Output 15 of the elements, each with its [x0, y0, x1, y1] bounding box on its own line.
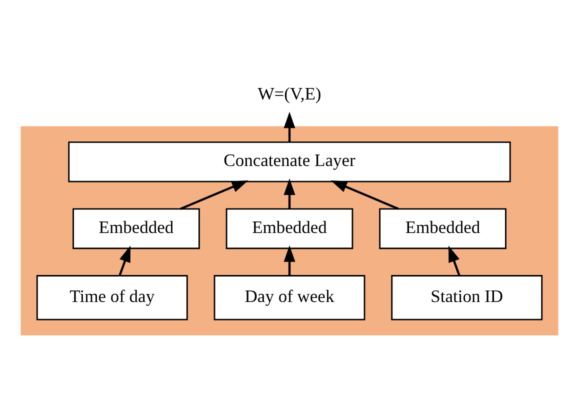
- arrow: [330, 180, 399, 210]
- arrow: [284, 112, 296, 142]
- arrow: [448, 246, 460, 276]
- node-box: Concatenate Layer: [68, 141, 511, 182]
- node-box: Embedded: [379, 208, 506, 250]
- node-box: Embedded: [226, 208, 354, 250]
- node-box: Station ID: [391, 275, 543, 320]
- node-text: W=(V,E): [258, 83, 322, 104]
- node-box: Embedded: [72, 208, 200, 250]
- node-box: Day of week: [214, 275, 366, 320]
- arrow: [284, 245, 296, 276]
- arrow: [180, 180, 248, 210]
- node-box: Time of day: [36, 275, 188, 320]
- arrow: [118, 246, 130, 276]
- arrow: [284, 178, 296, 209]
